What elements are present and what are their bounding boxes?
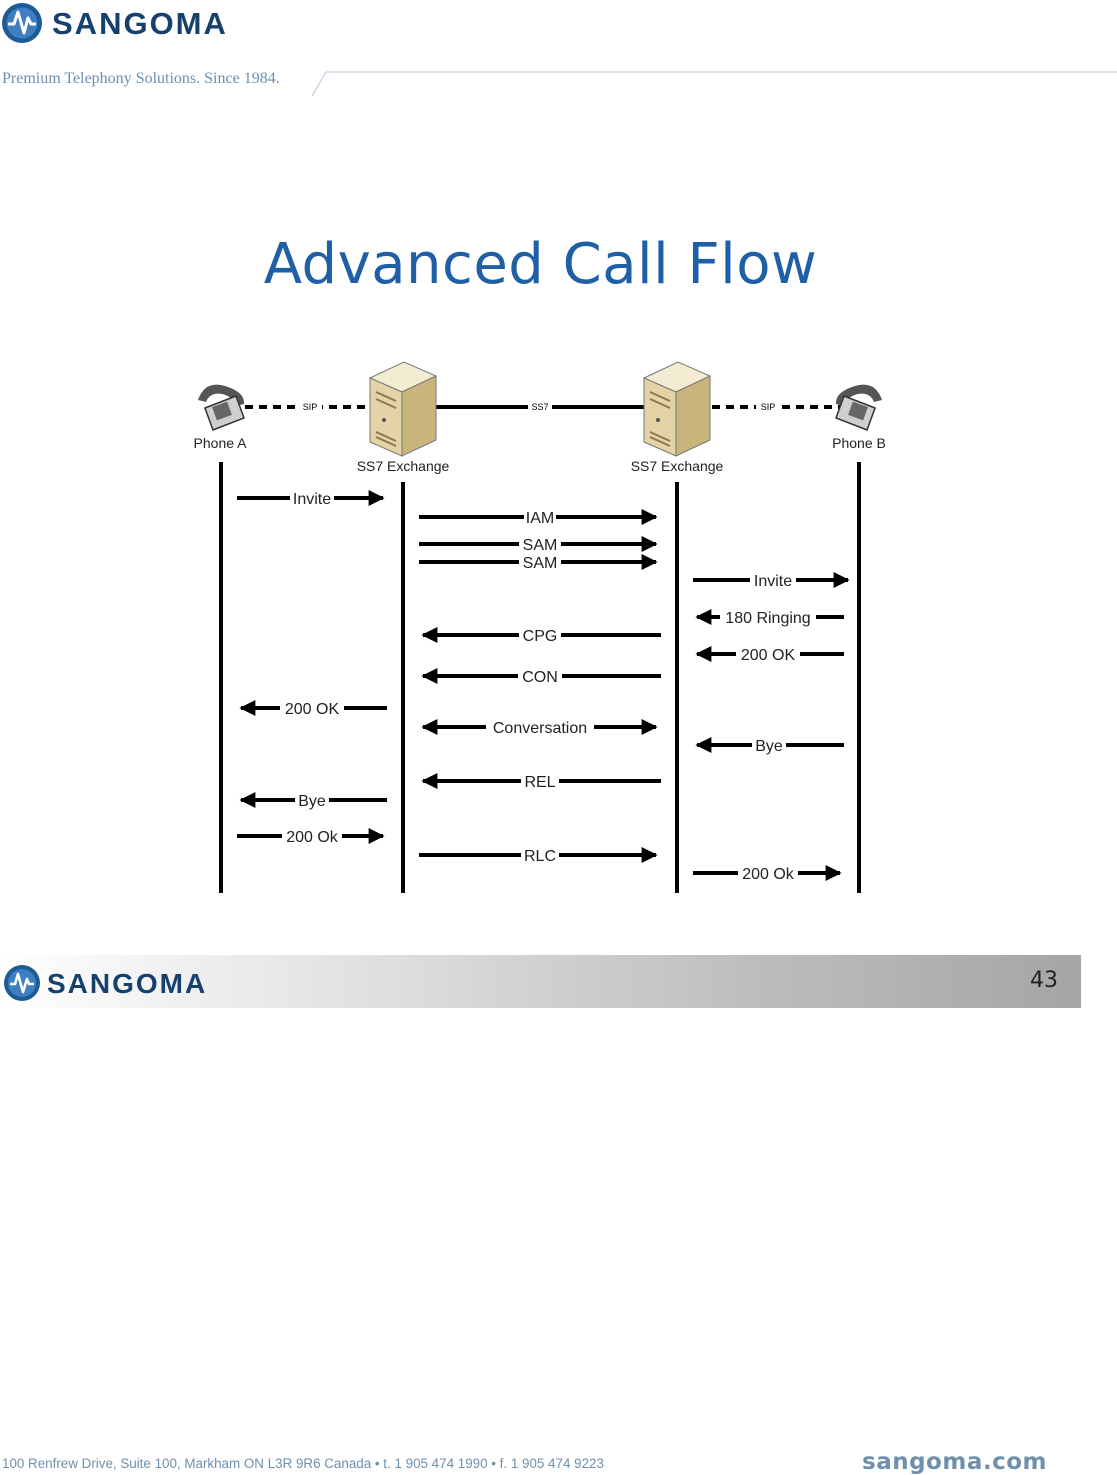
msg-label-sam1: SAM [523,537,558,554]
msg-label-rlc: RLC [524,848,556,865]
msg-label-a-invite: Invite [293,491,331,508]
footer-website-link[interactable]: sangoma.com [862,1449,1047,1475]
msg-label-a-bye: Bye [298,793,326,810]
msg-label-sam2: SAM [523,555,558,572]
exchange-a-label: SS7 Exchange [357,458,450,474]
footer-address: 100 Renfrew Drive, Suite 100, Markham ON… [2,1456,604,1471]
sip-left-label: SIP [303,402,318,412]
msg-label-a-200ok: 200 OK [285,701,340,718]
footer-logo-text: SANGOMA [47,968,207,999]
phone-b-icon [835,384,882,431]
header-logo-text: SANGOMA [52,6,228,41]
phone-a-icon [198,384,245,431]
exchange-b-label: SS7 Exchange [631,458,724,474]
header-logo: SANGOMA [2,3,228,43]
footer-logo: SANGOMA [4,965,207,1001]
msg-label-conversation: Conversation [493,720,587,737]
tagline: Premium Telephony Solutions. Since 1984. [2,70,280,87]
sangoma-logo-icon [2,3,42,43]
sip-right-label: SIP [761,402,776,412]
phone-b-label: Phone B [832,435,886,451]
server-icon-exchange-a [368,361,438,457]
msg-label-cpg: CPG [523,628,558,645]
header-rule [311,71,1117,97]
page-title: Advanced Call Flow [263,232,818,297]
phone-a-label: Phone A [194,435,248,451]
msg-label-b-200ok: 200 OK [741,647,796,664]
server-icon-exchange-b [642,361,712,457]
msg-label-con: CON [522,669,558,686]
call-flow-diagram: SIP SS7 SIP Phone A SS7 Exchange SS7 Exc… [194,361,886,893]
msg-label-rel: REL [524,774,555,791]
msg-label-b-bye: Bye [755,738,783,755]
msg-label-a-200ok-final: 200 Ok [286,829,339,846]
sangoma-footer-logo-icon [4,965,40,1001]
msg-label-b-200ok-final: 200 Ok [742,866,795,883]
footer-band [0,955,1081,1008]
ss7-label: SS7 [531,402,548,412]
msg-label-b-invite: Invite [754,573,792,590]
msg-label-ringing: 180 Ringing [725,610,810,627]
msg-label-iam: IAM [526,510,554,527]
page-number: 43 [1030,968,1058,993]
